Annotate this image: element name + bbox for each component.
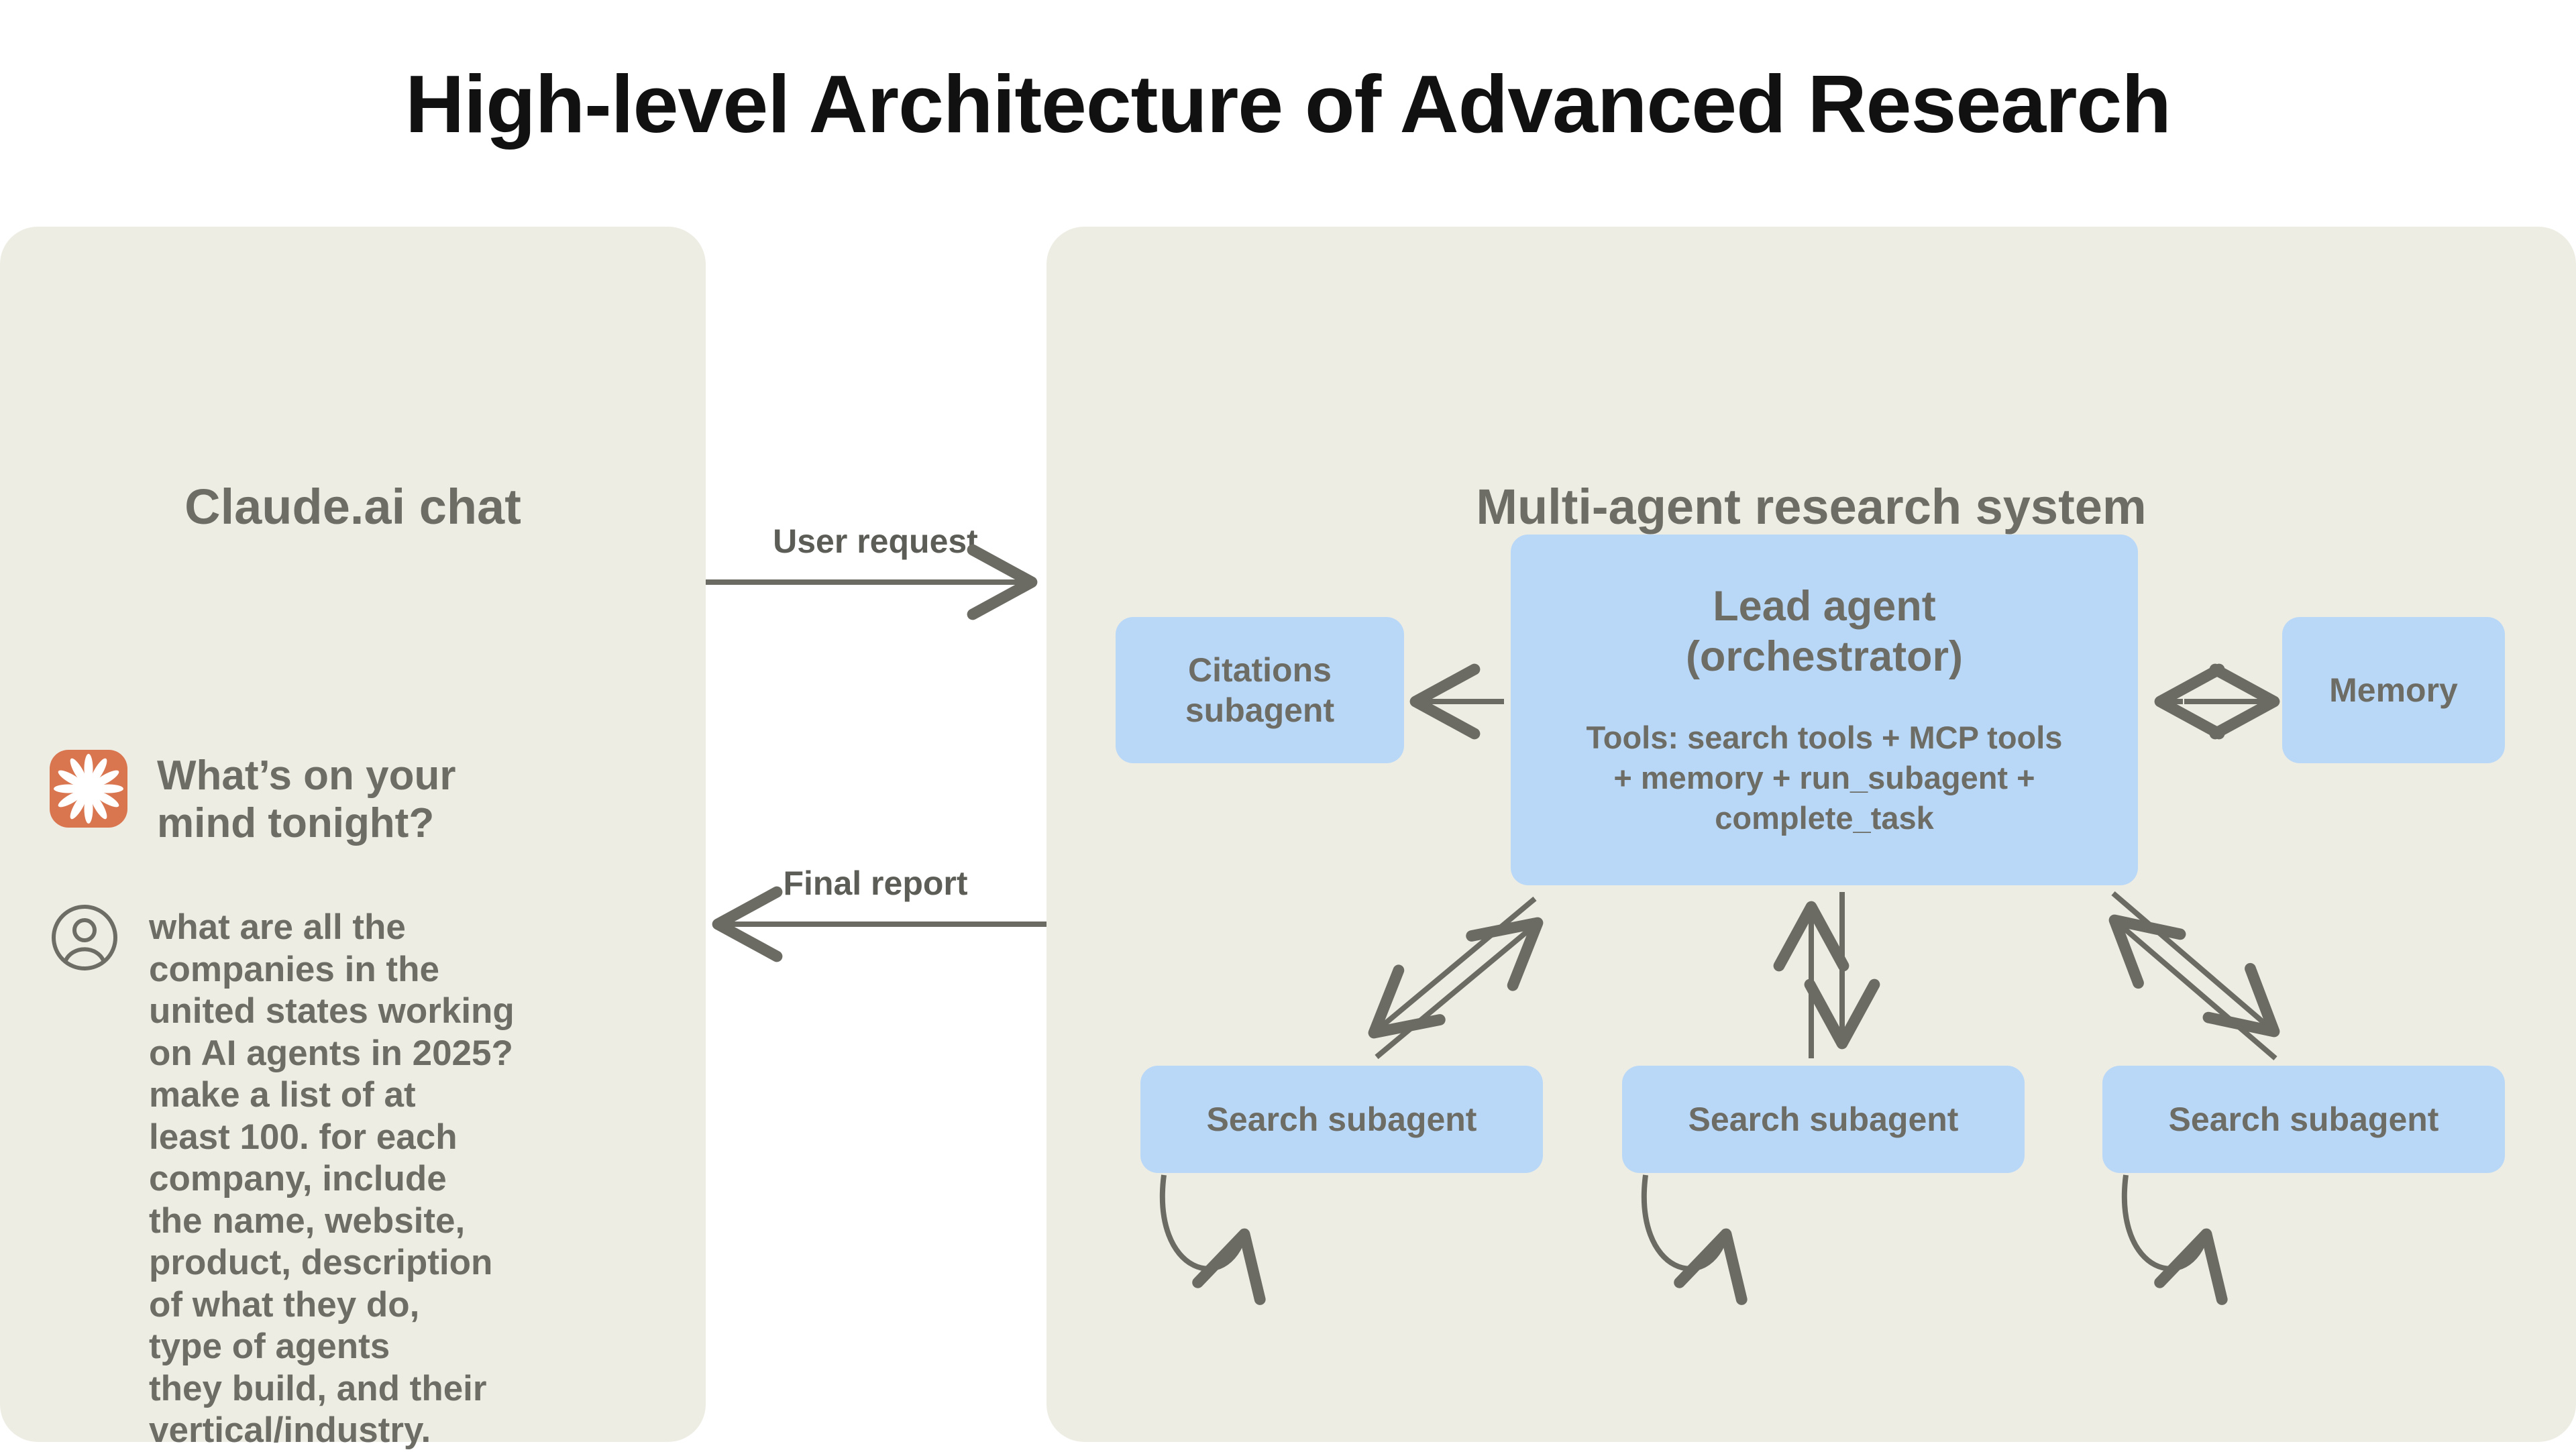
assistant-greeting-text: What’s on your mind tonight? — [157, 752, 456, 846]
node-search-subagent-1[interactable]: Search subagent — [1140, 1066, 1543, 1173]
chat-panel-title: Claude.ai chat — [184, 479, 521, 535]
user-circle-icon — [50, 903, 119, 972]
node-search-subagent-3[interactable]: Search subagent — [2102, 1066, 2505, 1173]
node-citations-subagent[interactable]: Citations subagent — [1116, 617, 1404, 763]
user-prompt-text: what are all the companies in the united… — [149, 907, 515, 1451]
user-message-row: what are all the companies in the united… — [50, 903, 541, 1452]
assistant-greeting-row: What’s on your mind tonight? — [50, 750, 533, 847]
page-title: High-level Architecture of Advanced Rese… — [405, 58, 2171, 150]
chat-panel: Claude.ai chat — [0, 227, 706, 1450]
search-subagent-label: Search subagent — [2168, 1101, 2439, 1138]
citations-subagent-label: Citations subagent — [1185, 651, 1335, 729]
flow-label-final-report: Final report — [783, 864, 968, 902]
memory-label: Memory — [2329, 671, 2458, 709]
node-lead-agent[interactable]: Lead agent (orchestrator) Tools: search … — [1511, 535, 2138, 885]
lead-agent-title: Lead agent (orchestrator) — [1685, 582, 1964, 681]
node-memory[interactable]: Memory — [2282, 617, 2505, 763]
node-search-subagent-2[interactable]: Search subagent — [1622, 1066, 2025, 1173]
system-panel-title: Multi-agent research system — [1476, 479, 2147, 535]
search-subagent-label: Search subagent — [1688, 1101, 1959, 1138]
search-subagent-label: Search subagent — [1206, 1101, 1477, 1138]
lead-agent-tools: Tools: search tools + MCP tools + memory… — [1586, 719, 2063, 836]
claude-starburst-icon — [50, 750, 127, 828]
flow-label-user-request: User request — [773, 522, 978, 560]
